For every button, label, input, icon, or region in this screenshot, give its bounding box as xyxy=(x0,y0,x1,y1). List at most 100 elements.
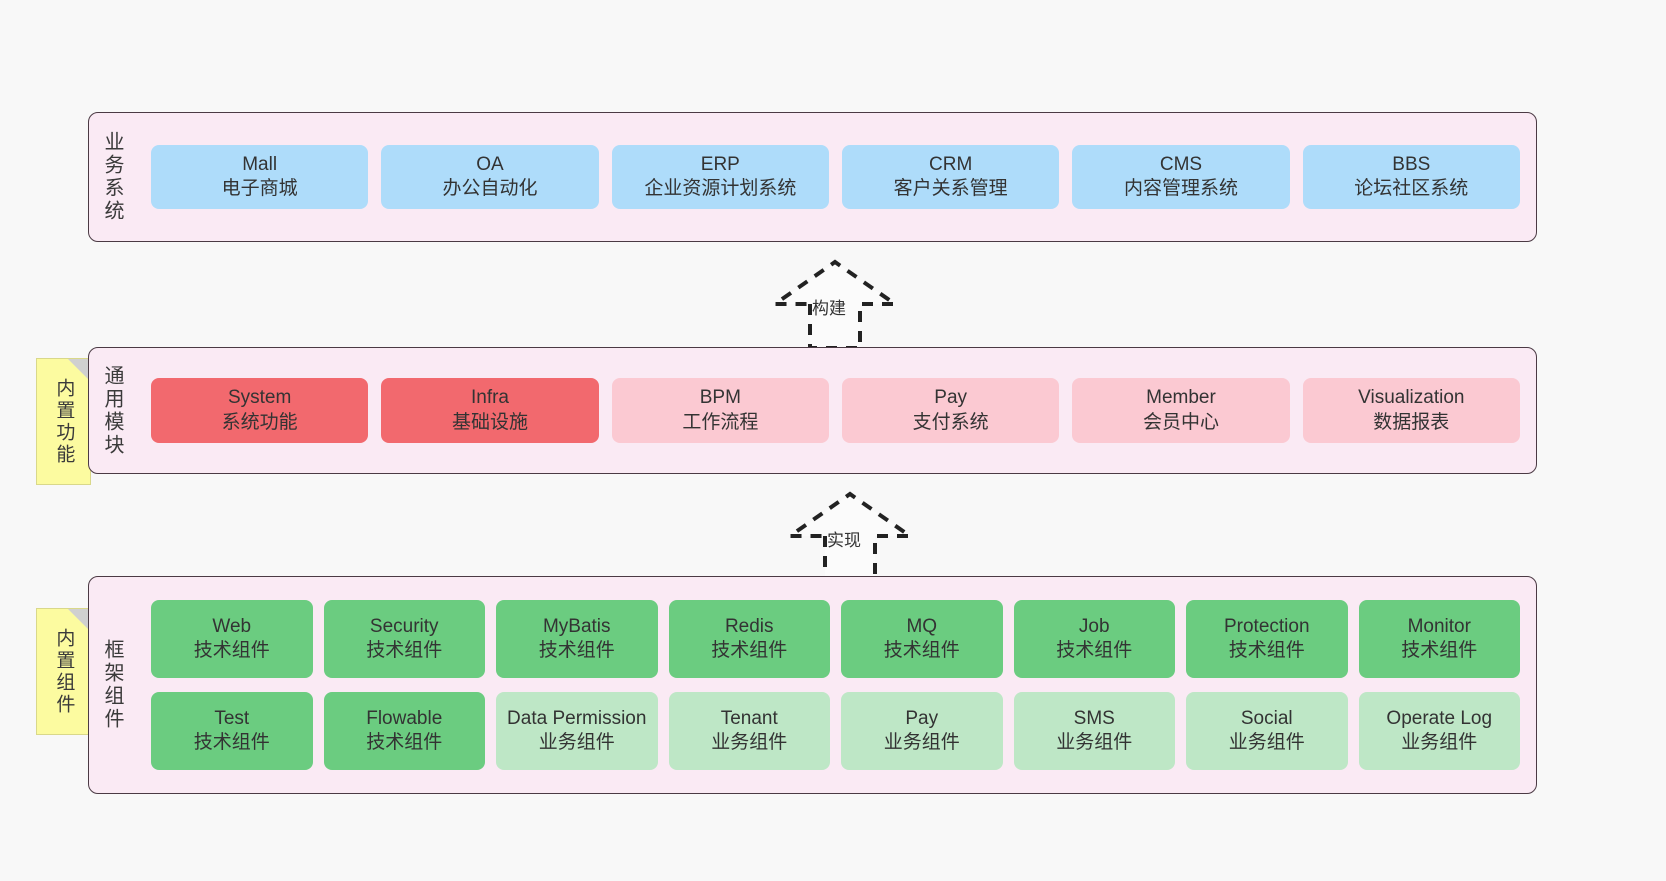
common-cards-row: System 系统功能 Infra 基础设施 BPM 工作流程 Pay 支付系统… xyxy=(151,378,1520,443)
card-mall[interactable]: Mall 电子商城 xyxy=(151,145,369,209)
card-bbs[interactable]: BBS 论坛社区系统 xyxy=(1302,145,1520,209)
layer-business-system: 业务系统 Mall 电子商城 OA 办公自动化 ERP 企业资源计划系统 CRM… xyxy=(88,112,1537,242)
card-crm[interactable]: CRM 客户关系管理 xyxy=(841,145,1060,209)
card-pay-module-title: Pay xyxy=(934,387,968,409)
card-erp-subtitle: 企业资源计划系统 xyxy=(644,178,797,199)
card-system[interactable]: System 系统功能 xyxy=(151,378,369,443)
card-operate-log-subtitle: 业务组件 xyxy=(1401,732,1478,753)
framework-tech-row: Web 技术组件 Security 技术组件 MyBatis 技术组件 Redi… xyxy=(151,600,1520,678)
connector-build-arrow xyxy=(768,259,902,350)
card-web[interactable]: Web 技术组件 xyxy=(151,600,313,678)
card-protection[interactable]: Protection 技术组件 xyxy=(1186,600,1348,678)
card-web-subtitle: 技术组件 xyxy=(193,640,270,661)
card-mq-title: MQ xyxy=(906,615,938,637)
card-protection-title: Protection xyxy=(1223,615,1310,637)
card-test-subtitle: 技术组件 xyxy=(193,732,270,753)
card-operate-log-title: Operate Log xyxy=(1386,707,1493,729)
card-pay-component-title: Pay xyxy=(905,707,939,729)
card-mall-subtitle: 电子商城 xyxy=(221,178,298,199)
card-cms-title: CMS xyxy=(1159,153,1203,175)
card-cms[interactable]: CMS 内容管理系统 xyxy=(1072,145,1290,209)
card-member-subtitle: 会员中心 xyxy=(1142,411,1219,433)
connector-implement-arrow xyxy=(783,491,917,582)
card-redis-title: Redis xyxy=(724,615,774,637)
card-pay-module-subtitle: 支付系统 xyxy=(912,411,989,433)
card-monitor[interactable]: Monitor 技术组件 xyxy=(1358,600,1520,678)
card-pay-module[interactable]: Pay 支付系统 xyxy=(841,378,1060,443)
card-bpm-subtitle: 工作流程 xyxy=(682,411,759,433)
card-test[interactable]: Test 技术组件 xyxy=(151,692,313,770)
card-security-title: Security xyxy=(369,615,439,637)
sticky-fold-icon xyxy=(68,609,90,631)
card-pay-component[interactable]: Pay 业务组件 xyxy=(841,692,1003,770)
connector-build-label: 构建 xyxy=(812,299,846,318)
card-mybatis-title: MyBatis xyxy=(542,615,611,637)
card-crm-title: CRM xyxy=(929,153,973,175)
card-member-title: Member xyxy=(1146,387,1216,409)
card-web-title: Web xyxy=(212,615,252,637)
card-cms-subtitle: 内容管理系统 xyxy=(1123,178,1238,199)
card-erp-title: ERP xyxy=(700,153,740,175)
sticky-note-builtin-features: 内置功能 xyxy=(36,358,91,485)
card-monitor-title: Monitor xyxy=(1407,615,1471,637)
card-social[interactable]: Social 业务组件 xyxy=(1186,692,1348,770)
framework-business-row: Test 技术组件 Flowable 技术组件 Data Permission … xyxy=(151,692,1520,770)
card-bbs-subtitle: 论坛社区系统 xyxy=(1354,178,1469,199)
card-mybatis[interactable]: MyBatis 技术组件 xyxy=(496,600,658,678)
card-redis[interactable]: Redis 技术组件 xyxy=(668,600,830,678)
card-tenant[interactable]: Tenant 业务组件 xyxy=(668,692,830,770)
layer-body-common: System 系统功能 Infra 基础设施 BPM 工作流程 Pay 支付系统… xyxy=(135,348,1536,473)
layer-common-module: 通用模块 System 系统功能 Infra 基础设施 BPM 工作流程 Pay… xyxy=(88,347,1537,474)
card-mall-title: Mall xyxy=(242,153,278,175)
sticky-note-builtin-components-text: 内置组件 xyxy=(53,627,75,716)
card-bpm[interactable]: BPM 工作流程 xyxy=(611,378,829,443)
card-job-subtitle: 技术组件 xyxy=(1056,640,1133,661)
card-flowable-subtitle: 技术组件 xyxy=(366,732,443,753)
card-infra-title: Infra xyxy=(470,387,509,409)
connector-implement-label: 实现 xyxy=(827,531,861,550)
card-test-title: Test xyxy=(214,707,250,729)
card-redis-subtitle: 技术组件 xyxy=(711,640,788,661)
layer-framework-component: 框架组件 Web 技术组件 Security 技术组件 MyBatis 技术组件… xyxy=(88,576,1537,794)
card-oa-subtitle: 办公自动化 xyxy=(442,178,538,199)
card-visualization-title: Visualization xyxy=(1358,387,1465,409)
card-operate-log[interactable]: Operate Log 业务组件 xyxy=(1358,692,1520,770)
card-security[interactable]: Security 技术组件 xyxy=(323,600,485,678)
card-flowable[interactable]: Flowable 技术组件 xyxy=(323,692,485,770)
card-job[interactable]: Job 技术组件 xyxy=(1013,600,1175,678)
card-erp[interactable]: ERP 企业资源计划系统 xyxy=(611,145,829,209)
layer-body-business: Mall 电子商城 OA 办公自动化 ERP 企业资源计划系统 CRM 客户关系… xyxy=(135,113,1536,241)
framework-rows-stack: Web 技术组件 Security 技术组件 MyBatis 技术组件 Redi… xyxy=(151,600,1520,770)
card-infra[interactable]: Infra 基础设施 xyxy=(381,378,599,443)
card-tenant-title: Tenant xyxy=(720,707,778,729)
card-mybatis-subtitle: 技术组件 xyxy=(538,640,615,661)
sticky-fold-icon xyxy=(68,359,90,381)
card-social-subtitle: 业务组件 xyxy=(1228,732,1305,753)
card-visualization-subtitle: 数据报表 xyxy=(1373,411,1450,433)
card-security-subtitle: 技术组件 xyxy=(366,640,443,661)
card-sms[interactable]: SMS 业务组件 xyxy=(1013,692,1175,770)
card-infra-subtitle: 基础设施 xyxy=(451,411,528,433)
card-oa-title: OA xyxy=(476,153,504,175)
card-monitor-subtitle: 技术组件 xyxy=(1401,640,1478,661)
card-data-permission-subtitle: 业务组件 xyxy=(538,732,615,753)
business-cards-row: Mall 电子商城 OA 办公自动化 ERP 企业资源计划系统 CRM 客户关系… xyxy=(151,145,1520,209)
card-mq[interactable]: MQ 技术组件 xyxy=(841,600,1003,678)
card-data-permission[interactable]: Data Permission 业务组件 xyxy=(496,692,658,770)
card-pay-component-subtitle: 业务组件 xyxy=(883,732,960,753)
sticky-note-builtin-components: 内置组件 xyxy=(36,608,91,735)
card-tenant-subtitle: 业务组件 xyxy=(711,732,788,753)
card-visualization[interactable]: Visualization 数据报表 xyxy=(1302,378,1520,443)
layer-title-common: 通用模块 xyxy=(101,364,123,457)
card-flowable-title: Flowable xyxy=(366,707,443,729)
sticky-note-builtin-features-text: 内置功能 xyxy=(53,377,75,466)
card-job-title: Job xyxy=(1078,615,1110,637)
layer-title-business: 业务系统 xyxy=(101,131,123,223)
card-member[interactable]: Member 会员中心 xyxy=(1072,378,1290,443)
layer-title-framework: 框架组件 xyxy=(101,639,123,731)
card-sms-title: SMS xyxy=(1073,707,1115,729)
card-oa[interactable]: OA 办公自动化 xyxy=(381,145,599,209)
card-social-title: Social xyxy=(1240,707,1293,729)
card-bbs-title: BBS xyxy=(1392,153,1431,175)
card-system-subtitle: 系统功能 xyxy=(221,411,298,433)
